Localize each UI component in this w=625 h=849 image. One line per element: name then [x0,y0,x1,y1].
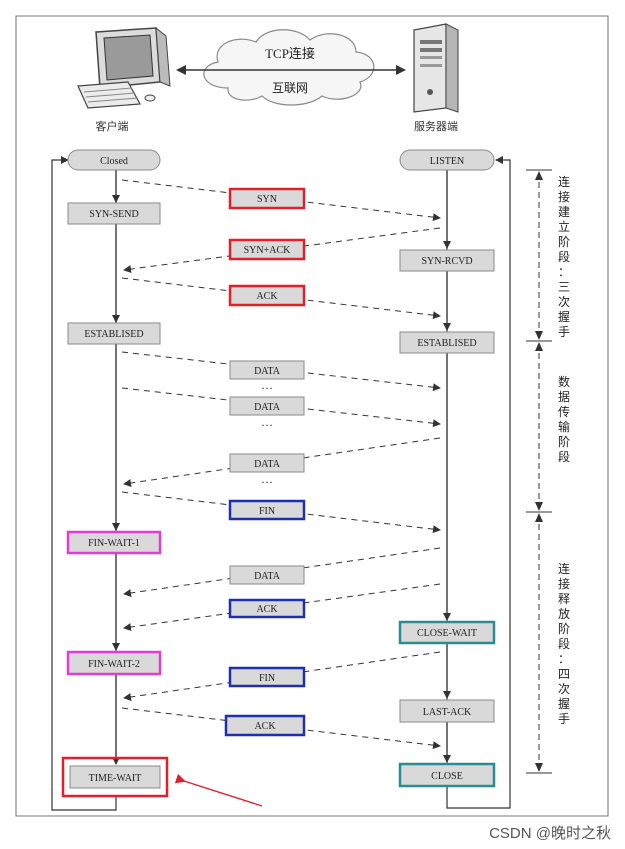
msg-ack-1: ACK [228,284,306,307]
server-label: 服务器端 [414,120,458,133]
server-state-syn-rcvd: SYN-RCVD [399,249,495,272]
cloud-subtitle: 互联网 [272,81,308,95]
svg-text:ACK: ACK [256,604,278,615]
msg-syn-ack: SYN+ACK [228,238,306,261]
svg-text:CLOSE: CLOSE [431,771,463,782]
time-wait-pointer-arrow [174,773,263,807]
client-state-established: ESTABLISED [67,322,161,345]
svg-text:FIN-WAIT-2: FIN-WAIT-2 [88,659,140,670]
svg-text:DATA: DATA [254,459,281,470]
phase-connect-label: 连接建立阶段：三次握手 [558,174,570,339]
server-state-established: ESTABLISED [399,331,495,354]
dots-2: ··· [261,418,273,432]
computer-icon [77,26,171,109]
svg-text:CLOSE-WAIT: CLOSE-WAIT [417,628,477,639]
msg-ack-3: ACK [224,714,306,737]
svg-text:ACK: ACK [256,291,278,302]
svg-text:FIN: FIN [259,673,275,684]
msg-data-1: DATA [229,360,305,380]
svg-text:DATA: DATA [254,402,281,413]
outer-frame [15,15,609,817]
server-state-listen: LISTEN [399,149,495,171]
watermark: CSDN @晚时之秋 [489,825,611,842]
cloud-icon [203,29,375,106]
svg-text:DATA: DATA [254,571,281,582]
client-loop-line [51,156,117,811]
server-icon [413,23,459,113]
svg-text:SYN-RCVD: SYN-RCVD [421,256,472,267]
svg-text:Closed: Closed [100,156,128,167]
server-state-close-wait: CLOSE-WAIT [398,620,496,645]
svg-text:LISTEN: LISTEN [430,156,464,167]
msg-ack-2: ACK [228,598,306,619]
msg-data-2: DATA [229,396,305,416]
svg-text:SYN-SEND: SYN-SEND [89,209,138,220]
client-state-fin-wait-1: FIN-WAIT-1 [66,530,162,555]
client-label: 客户端 [96,119,129,133]
svg-text:DATA: DATA [254,366,281,377]
svg-text:ACK: ACK [254,721,276,732]
svg-text:FIN-WAIT-1: FIN-WAIT-1 [88,538,140,549]
client-state-time-wait: TIME-WAIT [61,756,169,798]
msg-data-3: DATA [229,453,305,473]
svg-text:SYN+ACK: SYN+ACK [244,245,292,256]
client-state-fin-wait-2: FIN-WAIT-2 [66,650,162,676]
svg-text:TIME-WAIT: TIME-WAIT [89,773,142,784]
dots-3: ··· [261,475,273,489]
server-state-close: CLOSE [398,762,496,788]
server-state-last-ack: LAST-ACK [399,699,495,723]
phase-brackets [526,169,552,774]
cloud-title: TCP连接 [265,46,315,61]
svg-text:ESTABLISED: ESTABLISED [84,329,143,340]
phase-transfer-label: 数据传输阶段 [558,374,570,464]
svg-text:FIN: FIN [259,506,275,517]
svg-text:LAST-ACK: LAST-ACK [423,707,472,718]
msg-syn: SYN [228,187,306,210]
svg-text:ESTABLISED: ESTABLISED [417,338,476,349]
msg-data-4: DATA [229,565,305,585]
msg-fin-1: FIN [228,499,306,521]
msg-fin-2: FIN [228,666,306,688]
server-loop-line [446,156,511,809]
svg-text:SYN: SYN [257,194,277,205]
phase-release-label: 连接释放阶段：四次握手 [558,561,570,726]
dots-1: ··· [261,381,273,395]
client-state-closed: Closed [67,149,161,171]
client-state-syn-send: SYN-SEND [67,202,161,225]
